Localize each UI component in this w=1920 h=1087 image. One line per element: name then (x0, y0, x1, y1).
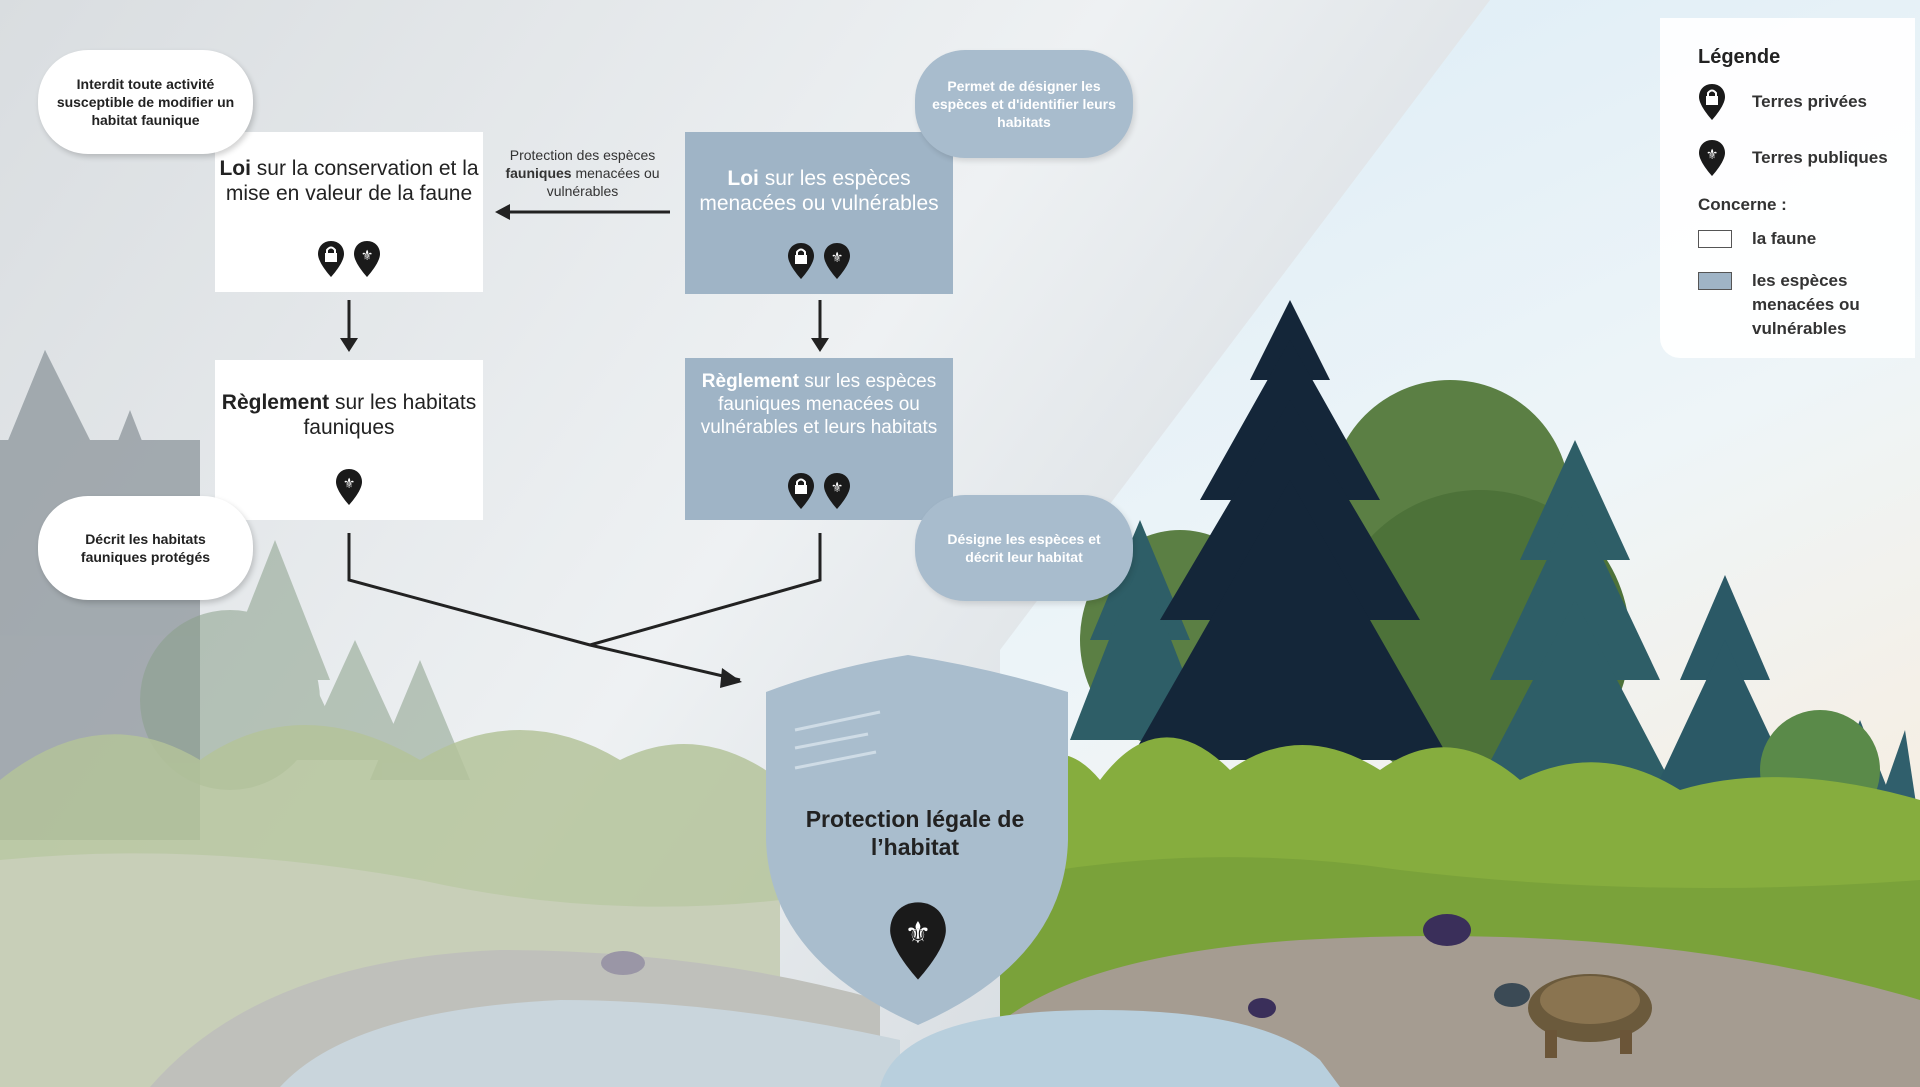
bubble-designe-especes: Désigne les espèces et décrit leur habit… (915, 495, 1133, 601)
legend-row-public: ⚜ Terres publiques (1698, 139, 1915, 177)
legend-swatch-white (1698, 230, 1732, 248)
box-loi-especes-menacees-title: Loi sur les espèces menacées ou vulnérab… (699, 167, 939, 215)
svg-text:⚜: ⚜ (343, 476, 356, 492)
legend-threatened-label: les espèces menacées ou vulnérables (1752, 271, 1860, 338)
legend-public-label: Terres publiques (1752, 148, 1888, 167)
svg-text:⚜: ⚜ (361, 248, 374, 264)
legend-panel: Légende Terres privées ⚜ Terres publique… (1660, 18, 1915, 358)
legend-swatch-blue (1698, 272, 1732, 290)
lock-pin-icon (1699, 84, 1725, 120)
fleur-de-lis-pin-icon: ⚜ (1699, 140, 1725, 176)
turtle-illustration (1494, 974, 1652, 1058)
svg-text:⚜: ⚜ (831, 250, 844, 266)
svg-text:⚜: ⚜ (1706, 147, 1719, 163)
legend-row-threatened: les espèces menacées ou vulnérables (1698, 269, 1915, 341)
legal-protection-shield (766, 655, 1068, 1025)
bubble-permet-designer: Permet de désigner les espèces et d'iden… (915, 50, 1133, 158)
svg-text:⚜: ⚜ (831, 480, 844, 496)
lock-pin-icon (788, 473, 814, 509)
legend-title: Légende (1698, 46, 1781, 68)
bubble-decrit-habitats: Décrit les habitats fauniques protégés (38, 496, 253, 600)
legend-fauna-label: la faune (1752, 229, 1817, 248)
box-reglement-especes-menacees: Règlement sur les espèces fauniques mena… (685, 358, 953, 520)
fleur-de-lis-pin-icon: ⚜ (824, 473, 850, 509)
arrow-label-protection: Protection des espèces fauniques menacée… (505, 147, 660, 199)
fleur-de-lis-pin-icon: ⚜ (824, 243, 850, 279)
shield-title: Protection légale de l’habitat (805, 806, 1025, 860)
box-loi-conservation-faune-title: Loi sur la conservation et la mise en va… (219, 157, 479, 205)
lock-pin-icon (788, 243, 814, 279)
svg-text:⚜: ⚜ (905, 916, 932, 951)
legend-private-label: Terres privées (1752, 92, 1867, 111)
box-reglement-especes-menacees-title: Règlement sur les espèces fauniques mena… (700, 371, 938, 438)
lock-pin-icon (318, 241, 344, 277)
legend-row-fauna: la faune (1698, 227, 1915, 251)
fleur-de-lis-pin-icon: ⚜ (354, 241, 380, 277)
box-loi-conservation-faune: Loi sur la conservation et la mise en va… (215, 132, 483, 292)
bubble-interdit-activite: Interdit toute activité susceptible de m… (38, 50, 253, 154)
legend-concerns-label: Concerne : (1698, 195, 1787, 214)
box-loi-especes-menacees: Loi sur les espèces menacées ou vulnérab… (685, 132, 953, 294)
box-reglement-habitats-fauniques-title: Règlement sur les habitats fauniques (221, 391, 477, 439)
fleur-de-lis-pin-icon: ⚜ (890, 902, 946, 980)
fleur-de-lis-pin-icon: ⚜ (336, 469, 362, 505)
legend-row-private: Terres privées (1698, 83, 1915, 121)
box-reglement-habitats-fauniques: Règlement sur les habitats fauniques ⚜ (215, 360, 483, 520)
